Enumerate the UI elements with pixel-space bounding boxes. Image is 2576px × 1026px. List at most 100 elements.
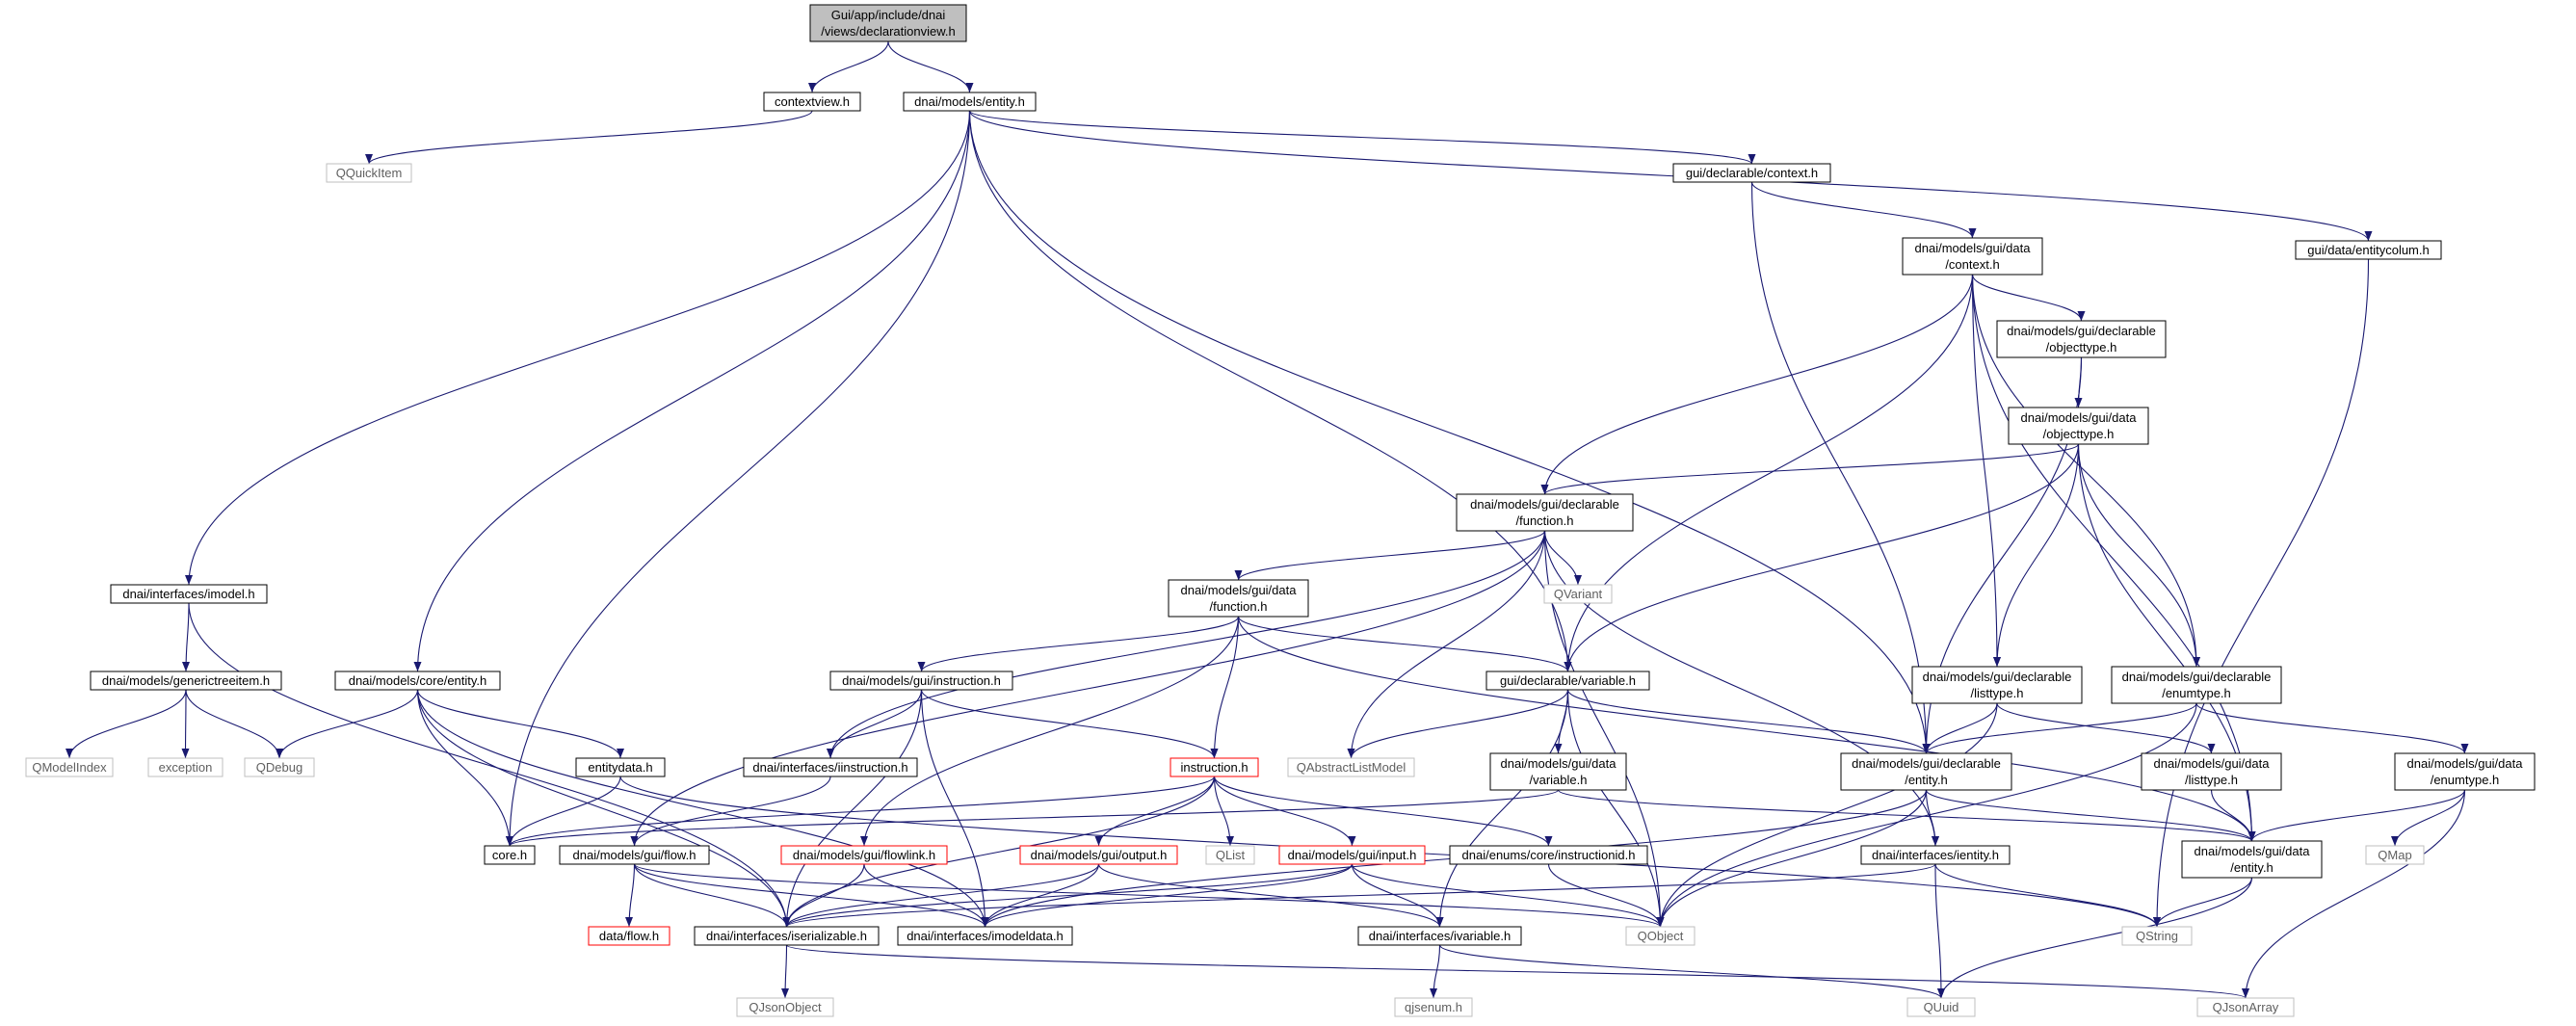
node-label: QUuid — [1924, 1000, 1959, 1014]
edge-flowlink-to-imodeldata — [863, 863, 989, 928]
node-entitydata[interactable]: entitydata.h — [575, 757, 666, 777]
edge-gui_input-to-ivariable — [1351, 863, 1444, 928]
node-gui-input[interactable]: dnai/models/gui/input.h — [1278, 845, 1426, 865]
node-data-entity[interactable]: dnai/models/gui/data/entity.h — [2181, 840, 2323, 879]
node-box — [743, 757, 918, 777]
node-core-entity[interactable]: dnai/models/core/entity.h — [334, 671, 501, 691]
node-box — [2394, 752, 2536, 791]
node-decl-listtype[interactable]: dnai/models/gui/declarable/listtype.h — [1911, 666, 2083, 704]
node-data-function[interactable]: dnai/models/gui/data/function.h — [1168, 579, 1309, 618]
edge-models_entity-to-entitycolum — [968, 110, 2373, 242]
node-box — [2111, 666, 2282, 704]
node-label: /views/declarationview.h — [821, 24, 955, 39]
edge-data_function-to-decl_variable — [1237, 616, 1572, 672]
node-gui-flow[interactable]: dnai/models/gui/flow.h — [559, 845, 710, 865]
node-label: dnai/models/gui/data — [2021, 410, 2138, 425]
edge-ivariable-to-quuid — [1438, 944, 1945, 999]
edge-decl_function-to-data_function — [1234, 530, 1546, 581]
edge-gui_output-to-imodeldata — [981, 863, 1100, 928]
node-qjsenum: qjsenum.h — [1394, 997, 1473, 1017]
node-qlist: QList — [1205, 845, 1255, 865]
node-data-context[interactable]: dnai/models/gui/data/context.h — [1902, 237, 2043, 276]
node-label: core.h — [492, 848, 527, 862]
node-iserializable[interactable]: dnai/interfaces/iserializable.h — [694, 926, 880, 946]
node-box — [809, 4, 967, 42]
node-ientity[interactable]: dnai/interfaces/ientity.h — [1860, 845, 2011, 865]
node-box — [1543, 584, 1613, 604]
node-qquickitem: QQuickItem — [326, 163, 412, 183]
node-qabstractlistmodel: QAbstractListModel — [1287, 757, 1415, 777]
node-label: QQuickItem — [336, 166, 403, 180]
node-label: dnai/models/gui/input.h — [1288, 848, 1417, 862]
node-entitycolum[interactable]: gui/data/entitycolum.h — [2295, 240, 2442, 260]
edge-declarationview-to-contextview — [808, 40, 889, 93]
node-flowlink[interactable]: dnai/models/gui/flowlink.h — [780, 845, 948, 865]
node-box — [2196, 997, 2295, 1017]
node-box — [1168, 579, 1309, 618]
node-instructionid[interactable]: dnai/enums/core/instructionid.h — [1449, 845, 1648, 865]
node-label: QObject — [1638, 929, 1684, 943]
node-decl-variable[interactable]: gui/declarable/variable.h — [1485, 671, 1650, 691]
node-box — [897, 926, 1073, 946]
node-declarationview[interactable]: Gui/app/include/dnai/views/declarationvi… — [809, 4, 967, 42]
edge-data_objecttype-to-decl_function — [1540, 443, 2080, 495]
node-box — [110, 584, 268, 604]
edge-generictreeitem-to-qdebug — [185, 689, 283, 759]
node-box — [1456, 493, 1634, 532]
edge-entitycolum-to-qstring — [2153, 258, 2370, 928]
node-imodel[interactable]: dnai/interfaces/imodel.h — [110, 584, 268, 604]
node-core-h[interactable]: core.h — [484, 845, 536, 865]
node-box — [244, 757, 315, 777]
node-label: QMap — [2378, 848, 2411, 862]
node-decl-context[interactable]: gui/declarable/context.h — [1672, 163, 1831, 183]
edge-decl_enumtype-to-data_enumtype — [2195, 702, 2469, 754]
node-data-objecttype[interactable]: dnai/models/gui/data/objecttype.h — [2008, 407, 2149, 445]
edge-core_entity-to-iserializable — [416, 689, 791, 928]
edge-imodel-to-generictreeitem — [182, 602, 191, 672]
node-data-flow[interactable]: data/flow.h — [588, 926, 670, 946]
node-box — [2141, 752, 2282, 791]
node-label: instruction.h — [1180, 760, 1248, 775]
edge-core_entity-to-core_h — [416, 689, 513, 847]
node-iinstruction[interactable]: dnai/interfaces/iinstruction.h — [743, 757, 918, 777]
edge-core_entity-to-entitydata — [416, 689, 624, 759]
edge-models_entity-to-core_h — [506, 110, 971, 847]
node-ivariable[interactable]: dnai/interfaces/ivariable.h — [1357, 926, 1522, 946]
edge-decl_function-to-qvariant — [1543, 530, 1582, 586]
node-label: QJsonObject — [749, 1000, 822, 1014]
node-gui-instruction[interactable]: dnai/models/gui/instruction.h — [829, 671, 1013, 691]
node-label: dnai/enums/core/instructionid.h — [1462, 848, 1636, 862]
edge-instruction_h-to-gui_output — [1094, 776, 1216, 847]
node-data-listtype[interactable]: dnai/models/gui/data/listtype.h — [2141, 752, 2282, 791]
node-box — [1287, 757, 1415, 777]
node-label: /entity.h — [1905, 773, 1948, 787]
node-label: QList — [1216, 848, 1246, 862]
node-gui-output[interactable]: dnai/models/gui/output.h — [1019, 845, 1178, 865]
node-box — [2181, 840, 2323, 879]
node-data-variable[interactable]: dnai/models/gui/data/variable.h — [1489, 752, 1627, 791]
node-imodeldata[interactable]: dnai/interfaces/imodeldata.h — [897, 926, 1073, 946]
node-box — [1911, 666, 2083, 704]
node-instruction-h[interactable]: instruction.h — [1170, 757, 1259, 777]
edge-instruction_h-to-instructionid — [1213, 776, 1553, 847]
edge-data_variable-to-data_entity — [1557, 789, 2256, 842]
node-decl-objecttype[interactable]: dnai/models/gui/declarable/objecttype.h — [1996, 320, 2167, 358]
node-box — [1996, 320, 2167, 358]
node-decl-entity[interactable]: dnai/models/gui/declarable/entity.h — [1840, 752, 2012, 791]
node-label: QString — [2136, 929, 2178, 943]
node-contextview[interactable]: contextview.h — [763, 92, 861, 112]
node-models-entity[interactable]: dnai/models/entity.h — [903, 92, 1037, 112]
node-box — [2295, 240, 2442, 260]
edge-core_entity-to-imodeldata — [416, 689, 989, 928]
node-decl-function[interactable]: dnai/models/gui/declarable/function.h — [1456, 493, 1634, 532]
node-label: dnai/models/gui/flowlink.h — [793, 848, 935, 862]
node-generictreeitem[interactable]: dnai/models/generictreeitem.h — [90, 671, 282, 691]
node-data-enumtype[interactable]: dnai/models/gui/data/enumtype.h — [2394, 752, 2536, 791]
edge-models_entity-to-core_entity — [413, 110, 971, 672]
node-qdebug: QDebug — [244, 757, 315, 777]
edge-gui_instruction-to-iinstruction — [827, 689, 923, 759]
node-box — [1489, 752, 1627, 791]
node-box — [1625, 926, 1695, 946]
node-box — [588, 926, 670, 946]
node-decl-enumtype[interactable]: dnai/models/gui/declarable/enumtype.h — [2111, 666, 2282, 704]
